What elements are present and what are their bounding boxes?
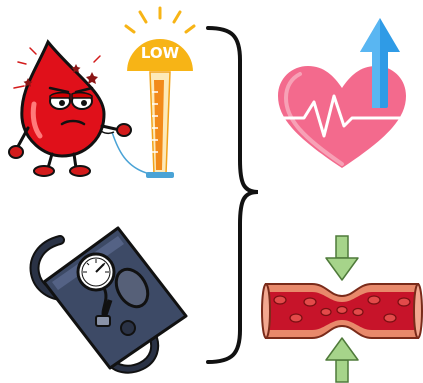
blood-pressure-cuff-icon xyxy=(29,226,188,374)
heart-rate-up-icon xyxy=(272,18,410,168)
low-gauge-thermometer-icon: LOW xyxy=(124,6,196,178)
gauge-low-label: LOW xyxy=(141,44,180,62)
curly-brace-icon xyxy=(206,26,259,364)
blood-drop-character-icon xyxy=(8,39,151,177)
narrowed-blood-vessel-icon xyxy=(261,235,423,383)
